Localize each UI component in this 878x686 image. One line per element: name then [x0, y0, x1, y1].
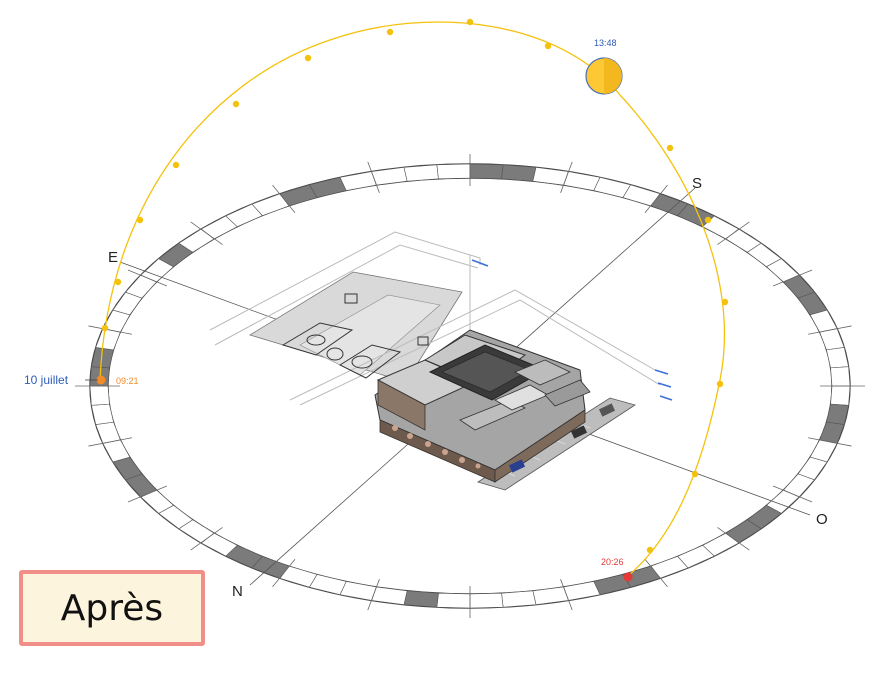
- ring-tick: [88, 437, 133, 447]
- ring-segment: [501, 164, 537, 182]
- ring-segment: [469, 163, 504, 180]
- ring-tick: [772, 269, 813, 287]
- ring-tick: [127, 269, 168, 287]
- ring-segment: [563, 171, 601, 191]
- sun-path-marker: [716, 380, 724, 388]
- compass-ring-ticks: [75, 154, 865, 618]
- sun-path-marker: [304, 54, 312, 62]
- ring-tick: [717, 221, 750, 245]
- compass-north-label: N: [232, 583, 243, 600]
- building-model: [209, 231, 673, 491]
- ring-segment: [339, 581, 377, 601]
- ring-segment: [469, 592, 504, 609]
- ring-tick: [644, 558, 668, 588]
- ring-segment: [403, 164, 439, 182]
- ring-segment: [403, 590, 439, 608]
- ring-segment: [89, 385, 110, 406]
- sun-path-marker: [691, 470, 699, 478]
- ring-segment: [830, 366, 851, 387]
- sun-path-markers: [101, 18, 729, 554]
- compass-ring: [75, 154, 865, 618]
- ring-segment: [339, 171, 377, 191]
- sun-icon[interactable]: [585, 57, 623, 95]
- current-time-label: 13:48: [594, 38, 617, 48]
- sun-path-marker: [101, 324, 109, 332]
- ring-tick: [127, 485, 168, 503]
- sun-path-marker: [666, 144, 674, 152]
- ring-segment: [501, 590, 537, 608]
- ring-segment: [308, 177, 347, 198]
- ring-tick: [190, 527, 223, 551]
- ring-tick: [190, 221, 223, 245]
- ring-tick: [772, 485, 813, 503]
- sun-path-marker: [386, 28, 394, 36]
- sunrise-marker[interactable]: [96, 375, 106, 385]
- ring-segment: [563, 581, 601, 601]
- ring-tick: [88, 325, 133, 335]
- sun-path-marker: [172, 161, 180, 169]
- sun-path-marker: [646, 546, 654, 554]
- ring-tick: [367, 579, 380, 611]
- ring-tick: [807, 325, 852, 335]
- ring-segment: [95, 328, 121, 351]
- ring-segment: [819, 421, 845, 444]
- sunset-time-label: 20:26: [601, 557, 624, 567]
- ring-tick: [560, 579, 573, 611]
- sun-path-marker: [704, 216, 712, 224]
- ring-tick: [367, 161, 380, 193]
- ring-tick: [272, 558, 296, 588]
- sunset-marker[interactable]: [623, 572, 633, 582]
- ring-tick: [272, 184, 296, 214]
- sun-date-label: 10 juillet: [24, 373, 69, 387]
- ring-tick: [560, 161, 573, 193]
- sun-path-marker: [721, 298, 729, 306]
- ring-segment: [830, 385, 851, 406]
- ring-tick: [644, 184, 668, 214]
- compass-ring-segments: [89, 163, 851, 609]
- ring-segment: [436, 163, 471, 180]
- compass-west-label: O: [816, 511, 828, 528]
- ring-segment: [436, 592, 471, 609]
- ring-segment: [819, 328, 845, 351]
- sun-path-marker: [466, 18, 474, 26]
- after-badge: Après: [19, 570, 205, 646]
- after-badge-label: Après: [60, 587, 164, 629]
- ring-segment: [95, 421, 121, 444]
- sun-path-marker: [544, 42, 552, 50]
- compass-east-label: E: [108, 249, 118, 266]
- sun-path-marker: [136, 216, 144, 224]
- ring-tick: [807, 437, 852, 447]
- sun-path-marker: [232, 100, 240, 108]
- ring-tick: [717, 527, 750, 551]
- sunrise-time-label: 09:21: [116, 376, 139, 386]
- sun-path-marker: [114, 278, 122, 286]
- compass-south-label: S: [692, 175, 702, 192]
